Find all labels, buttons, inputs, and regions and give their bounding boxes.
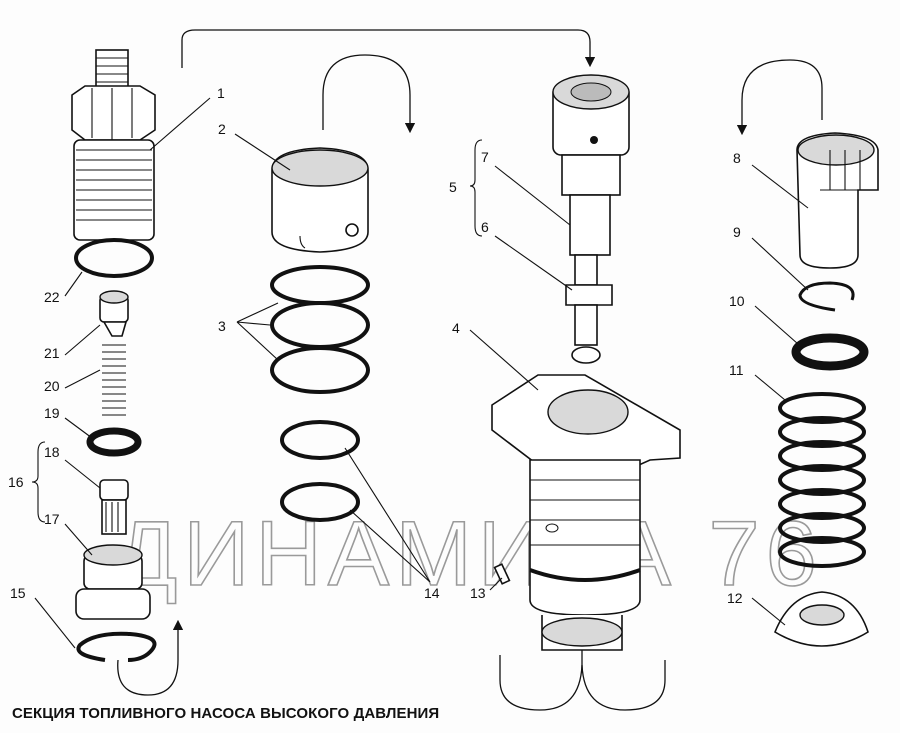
part-spring-11 <box>778 392 866 568</box>
part-pin-13 <box>493 563 511 585</box>
part-ring-14 <box>280 420 360 460</box>
part-washer-19 <box>86 427 142 457</box>
part-valve-seat-17 <box>75 544 151 620</box>
callout-15: 15 <box>10 585 26 601</box>
callout-13: 13 <box>470 585 486 601</box>
part-delivery-valve-holder <box>71 49 156 241</box>
part-control-sleeve-8 <box>796 132 879 269</box>
callout-12: 12 <box>727 590 743 606</box>
part-ring-3 <box>270 346 370 394</box>
callout-6: 6 <box>481 219 489 235</box>
callout-11: 11 <box>729 362 744 378</box>
callout-20: 20 <box>44 378 60 394</box>
part-o-ring-22 <box>74 238 154 278</box>
callout-9: 9 <box>733 224 741 240</box>
callout-5: 5 <box>449 179 457 195</box>
part-valve-18 <box>99 479 129 535</box>
diagram-caption: СЕКЦИЯ ТОПЛИВНОГО НАСОСА ВЫСОКОГО ДАВЛЕН… <box>12 705 440 722</box>
callout-2: 2 <box>218 121 226 137</box>
part-ring-3 <box>270 265 370 305</box>
callout-16: 16 <box>8 474 24 490</box>
callout-19: 19 <box>44 405 60 421</box>
part-valve-stop-21 <box>99 290 129 337</box>
part-ring-3 <box>270 301 370 349</box>
part-gear-sleeve-2 <box>271 147 369 253</box>
part-ring-14 <box>280 482 360 522</box>
callout-18: 18 <box>44 444 60 460</box>
part-spring-20 <box>102 344 126 416</box>
watermark: ДИНАМИКА 76 <box>115 503 823 605</box>
assembly-arrow <box>736 59 823 136</box>
callout-8: 8 <box>733 150 741 166</box>
callout-3: 3 <box>218 318 226 334</box>
callout-22: 22 <box>44 289 60 305</box>
callout-1: 1 <box>217 85 225 101</box>
callout-10: 10 <box>729 293 745 309</box>
assembly-arrow <box>181 29 596 68</box>
assembly-arrow <box>117 619 184 696</box>
part-circlip-9 <box>798 281 855 312</box>
callout-4: 4 <box>452 320 460 336</box>
callout-21: 21 <box>44 345 60 361</box>
part-spring-plate-12 <box>774 591 869 647</box>
callout-17: 17 <box>44 511 60 527</box>
callout-7: 7 <box>481 149 489 165</box>
callout-14: 14 <box>424 585 440 601</box>
leader-lines <box>31 97 809 649</box>
assembly-arrow <box>322 54 416 134</box>
part-washer-10 <box>791 333 869 371</box>
part-plunger-7 <box>552 74 630 364</box>
part-barrel-4 <box>491 374 681 651</box>
part-circlip-15 <box>76 631 157 662</box>
